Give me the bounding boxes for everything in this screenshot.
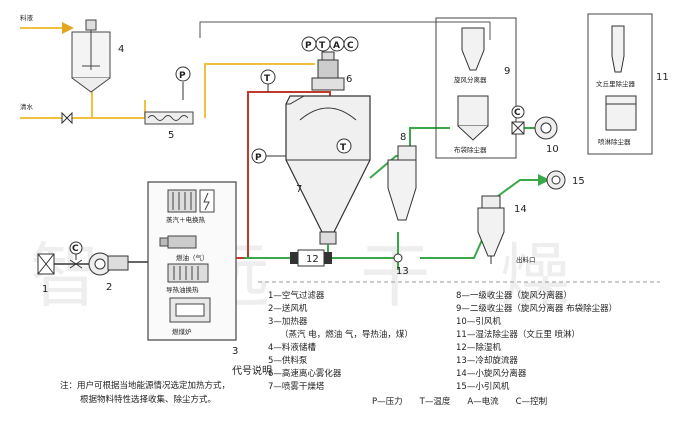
- induced-fan: C 10: [511, 105, 559, 155]
- legend-left-1: 1—空气过滤器: [268, 290, 325, 301]
- label-15: 15: [572, 176, 585, 187]
- pressure-gauge-feed: P: [175, 66, 191, 100]
- legend-left-8: 7—喷雾干燥塔: [268, 381, 325, 392]
- label-7: 7: [296, 184, 302, 195]
- label-6: 6: [346, 74, 352, 85]
- legend-title: 代号说明: [232, 364, 272, 377]
- watermark-char-4: 燥: [500, 235, 570, 317]
- feed-tank: 4: [71, 19, 124, 93]
- legend-left-3: 3—加热器: [268, 316, 308, 327]
- feed-pump: 5: [144, 111, 194, 141]
- control-cable-top: [199, 21, 491, 40]
- note-line-2: 根据物料特性选择收集、除尘方式。: [80, 394, 216, 405]
- primary-cyclone: 8: [387, 132, 417, 221]
- legend-right-5: 12—除湿机: [456, 342, 501, 353]
- bag-filter-label: 布袋除尘器: [454, 145, 487, 154]
- liquid-input-label: 料液: [20, 13, 34, 22]
- legend-left-4: （蒸汽 电，燃油 气，导热油，煤）: [280, 329, 413, 340]
- discharge-label: 出料口: [516, 255, 536, 264]
- spray-dust-label: 喷淋除尘器: [598, 137, 631, 146]
- svg-text:T: T: [319, 41, 326, 51]
- legend-left-2: 2—送风机: [268, 303, 308, 314]
- legend-codes: P—压力 T—温度 A—电流 C—控制: [372, 396, 547, 407]
- label-10: 10: [546, 144, 559, 155]
- small-fan: 15: [546, 170, 585, 190]
- heater-label-coal: 燃煤炉: [172, 327, 192, 336]
- heater-label-steam: 蒸汽＋电换热: [166, 215, 206, 224]
- label-8: 8: [400, 132, 406, 143]
- legend-right-3: 10—引风机: [456, 316, 501, 327]
- instrument-cluster-top: P T A C: [301, 36, 359, 52]
- legend-left-5: 4—料液储槽: [268, 342, 316, 353]
- note-line-1: 注：用户可根据当地能源情况选定加热方式，: [60, 380, 230, 391]
- svg-text:T: T: [340, 143, 347, 153]
- legend-left: 1—空气过滤器 2—送风机 3—加热器 （蒸汽 电，燃油 气，导热油，煤） 4—…: [268, 290, 413, 392]
- legend-right-2: 9—二级收尘器（旋风分离器 布袋除尘器）: [456, 303, 617, 314]
- label-1: 1: [42, 284, 48, 295]
- heater-unit: 蒸汽＋电换热 燃油（气） 导热油换热 燃煤炉 3: [147, 181, 238, 357]
- temp-gauge-tower: T: [336, 138, 352, 154]
- water-input-label: 清水: [20, 102, 34, 111]
- legend-right-8: 15—小引风机: [456, 381, 510, 392]
- watermark-char-3: 干: [360, 235, 430, 317]
- heater-label-oil: 导热油换热: [166, 285, 199, 294]
- legend-right: 8—一级收尘器（旋风分离器） 9—二级收尘器（旋风分离器 布袋除尘器） 10—引…: [456, 290, 617, 392]
- svg-text:P: P: [305, 41, 312, 51]
- wet-dust-collector-box: 文丘里除尘器 喷淋除尘器 11: [587, 13, 669, 155]
- small-cyclone: 14 出料口: [477, 195, 536, 264]
- secondary-collector-box: 旋风分离器 布袋除尘器 9: [435, 17, 517, 159]
- label-14: 14: [514, 204, 527, 215]
- label-5: 5: [168, 130, 174, 141]
- wenqiu-label: 文丘里除尘器: [596, 79, 636, 88]
- svg-text:P: P: [255, 153, 262, 163]
- legend-left-6: 5—供料泵: [268, 355, 308, 366]
- legend-left-7: 6—高速离心雾化器: [268, 368, 342, 379]
- pressure-gauge-tower: P: [251, 148, 286, 164]
- inlet-damper: C: [69, 241, 83, 269]
- water-valve: [61, 111, 73, 125]
- label-13: 13: [396, 266, 409, 277]
- label-9: 9: [504, 66, 510, 77]
- supply-fan: 2: [88, 252, 129, 293]
- svg-text:C: C: [514, 108, 521, 118]
- legend-right-1: 8—一级收尘器（旋风分离器）: [456, 290, 572, 301]
- svg-text:C: C: [347, 41, 354, 51]
- legend-right-7: 14—小旋风分离器: [456, 368, 527, 379]
- legend-right-6: 13—冷却旋流器: [456, 355, 518, 366]
- label-4: 4: [118, 44, 124, 55]
- cooling-cyclone: 13: [393, 253, 409, 277]
- temp-gauge-inlet: T: [260, 69, 276, 92]
- dehumidifier: 12: [290, 249, 332, 267]
- svg-text:P: P: [179, 71, 186, 81]
- feed-lines: 料液 清水: [20, 13, 315, 119]
- label-12: 12: [306, 254, 319, 265]
- svg-text:A: A: [333, 41, 340, 51]
- svg-text:T: T: [264, 74, 271, 84]
- svg-text:C: C: [72, 244, 79, 254]
- label-11: 11: [656, 72, 669, 83]
- legend-right-4: 11—湿法除尘器（文丘里 喷淋）: [456, 329, 580, 340]
- watermark-char-1: 智: [30, 235, 100, 317]
- label-2: 2: [106, 282, 112, 293]
- label-3: 3: [232, 346, 238, 357]
- heater-label-fuel: 燃油（气）: [176, 253, 209, 262]
- spray-tower: 6 P T A C 7: [285, 36, 371, 245]
- cyclone-label: 旋风分离器: [454, 75, 487, 84]
